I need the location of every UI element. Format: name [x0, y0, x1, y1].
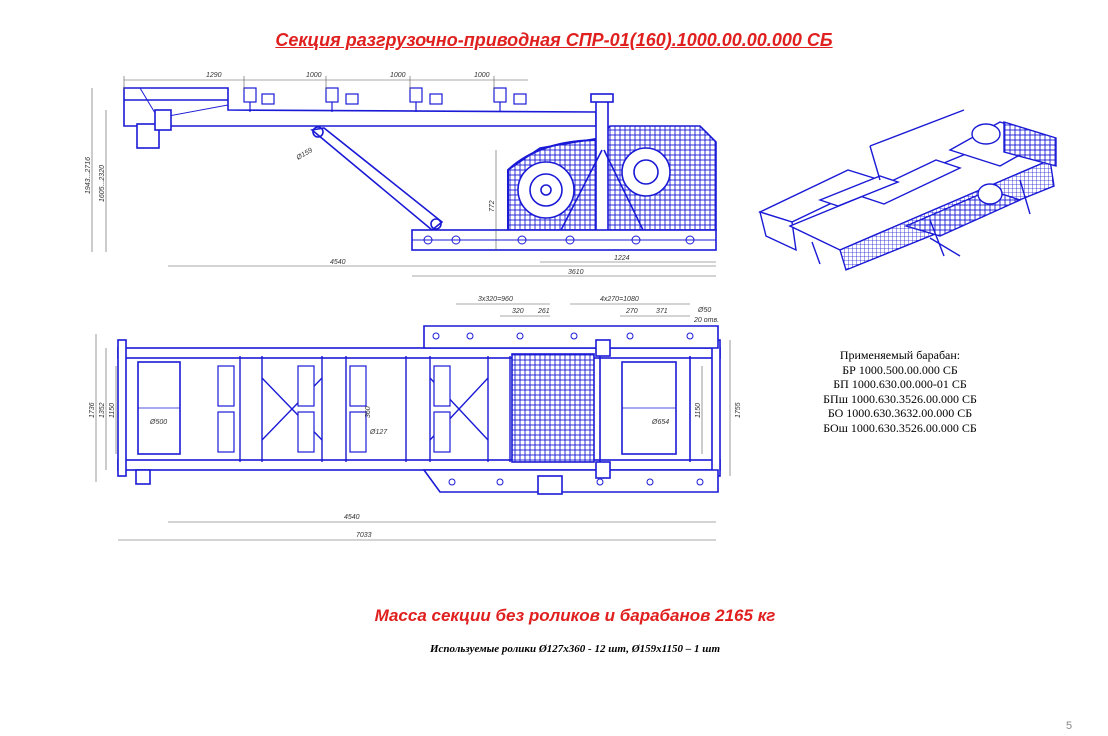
dim-1000-b: 1000 [390, 72, 406, 79]
dim-772: 772 [489, 200, 496, 212]
side-view-dimension-labels: 1290 1000 1000 1000 1943...2716 1605...2… [85, 72, 630, 276]
drum-item: БПш 1000.630.3526.00.000 СБ [823, 391, 977, 406]
drum-list: Применяемый барабан: БР 1000.500.00.000 … [790, 348, 1010, 435]
dim-1943-2716: 1943...2716 [85, 157, 92, 194]
drum-item: БП 1000.630.00.000-01 СБ [833, 377, 967, 391]
dim-270: 270 [625, 308, 638, 315]
dim-1755: 1755 [735, 402, 742, 418]
drum-heading: Применяемый барабан: [839, 348, 961, 362]
side-view [123, 87, 717, 251]
page-title: Секция разгрузочно-приводная СПР-01(160)… [275, 30, 833, 50]
dim-holes: 20 отв. [693, 317, 719, 324]
dim-4540-plan: 4540 [344, 514, 360, 521]
engineering-drawing: 1290 1000 1000 1000 1943...2716 1605...2… [85, 72, 1057, 541]
dim-371: 371 [656, 308, 668, 315]
mass-caption: Масса секции без роликов и барабанов 216… [374, 606, 776, 625]
plan-view [117, 325, 721, 495]
plan-view-dimension-labels: 3х320=960 4х270=1080 320 261 270 371 Ø50… [89, 296, 742, 539]
dim-drum-654: Ø654 [651, 419, 669, 426]
dim-1150-right: 1150 [695, 403, 702, 418]
dim-50: Ø50 [697, 307, 711, 314]
rollers-caption: Используемые ролики Ø127х360 - 12 шт, Ø1… [429, 643, 721, 655]
plan-view-dimensions [95, 303, 731, 541]
dim-3610: 3610 [568, 269, 584, 276]
dim-360: 360 [365, 406, 372, 418]
dim-4x270: 4х270=1080 [600, 296, 639, 303]
dim-1736: 1736 [89, 402, 96, 418]
isometric-view [758, 109, 1057, 271]
dim-320: 320 [512, 308, 524, 315]
dim-1290: 1290 [206, 72, 222, 79]
dim-pipe-159: Ø159 [295, 147, 314, 162]
dim-1000-a: 1000 [306, 72, 322, 79]
dim-1224: 1224 [614, 255, 630, 262]
dim-261: 261 [537, 308, 550, 315]
dim-1000-c: 1000 [474, 72, 490, 79]
dim-1352: 1352 [99, 402, 106, 418]
side-view-dimensions [91, 76, 716, 277]
dim-7033: 7033 [356, 532, 372, 539]
drum-item: БО 1000.630.3632.00.000 СБ [827, 406, 973, 420]
dim-1150-left: 1150 [109, 403, 116, 418]
dim-4540-side: 4540 [330, 259, 346, 266]
page-number: 5 [1066, 720, 1073, 732]
drum-item: БОш 1000.630.3526.00.000 СБ [823, 420, 977, 435]
dim-127: Ø127 [369, 429, 388, 436]
drum-item: БР 1000.500.00.000 СБ [842, 362, 958, 377]
dim-3x320: 3х320=960 [478, 296, 513, 303]
dim-drum-500: Ø500 [149, 419, 167, 426]
dim-1605-2320: 1605...2320 [99, 165, 106, 202]
